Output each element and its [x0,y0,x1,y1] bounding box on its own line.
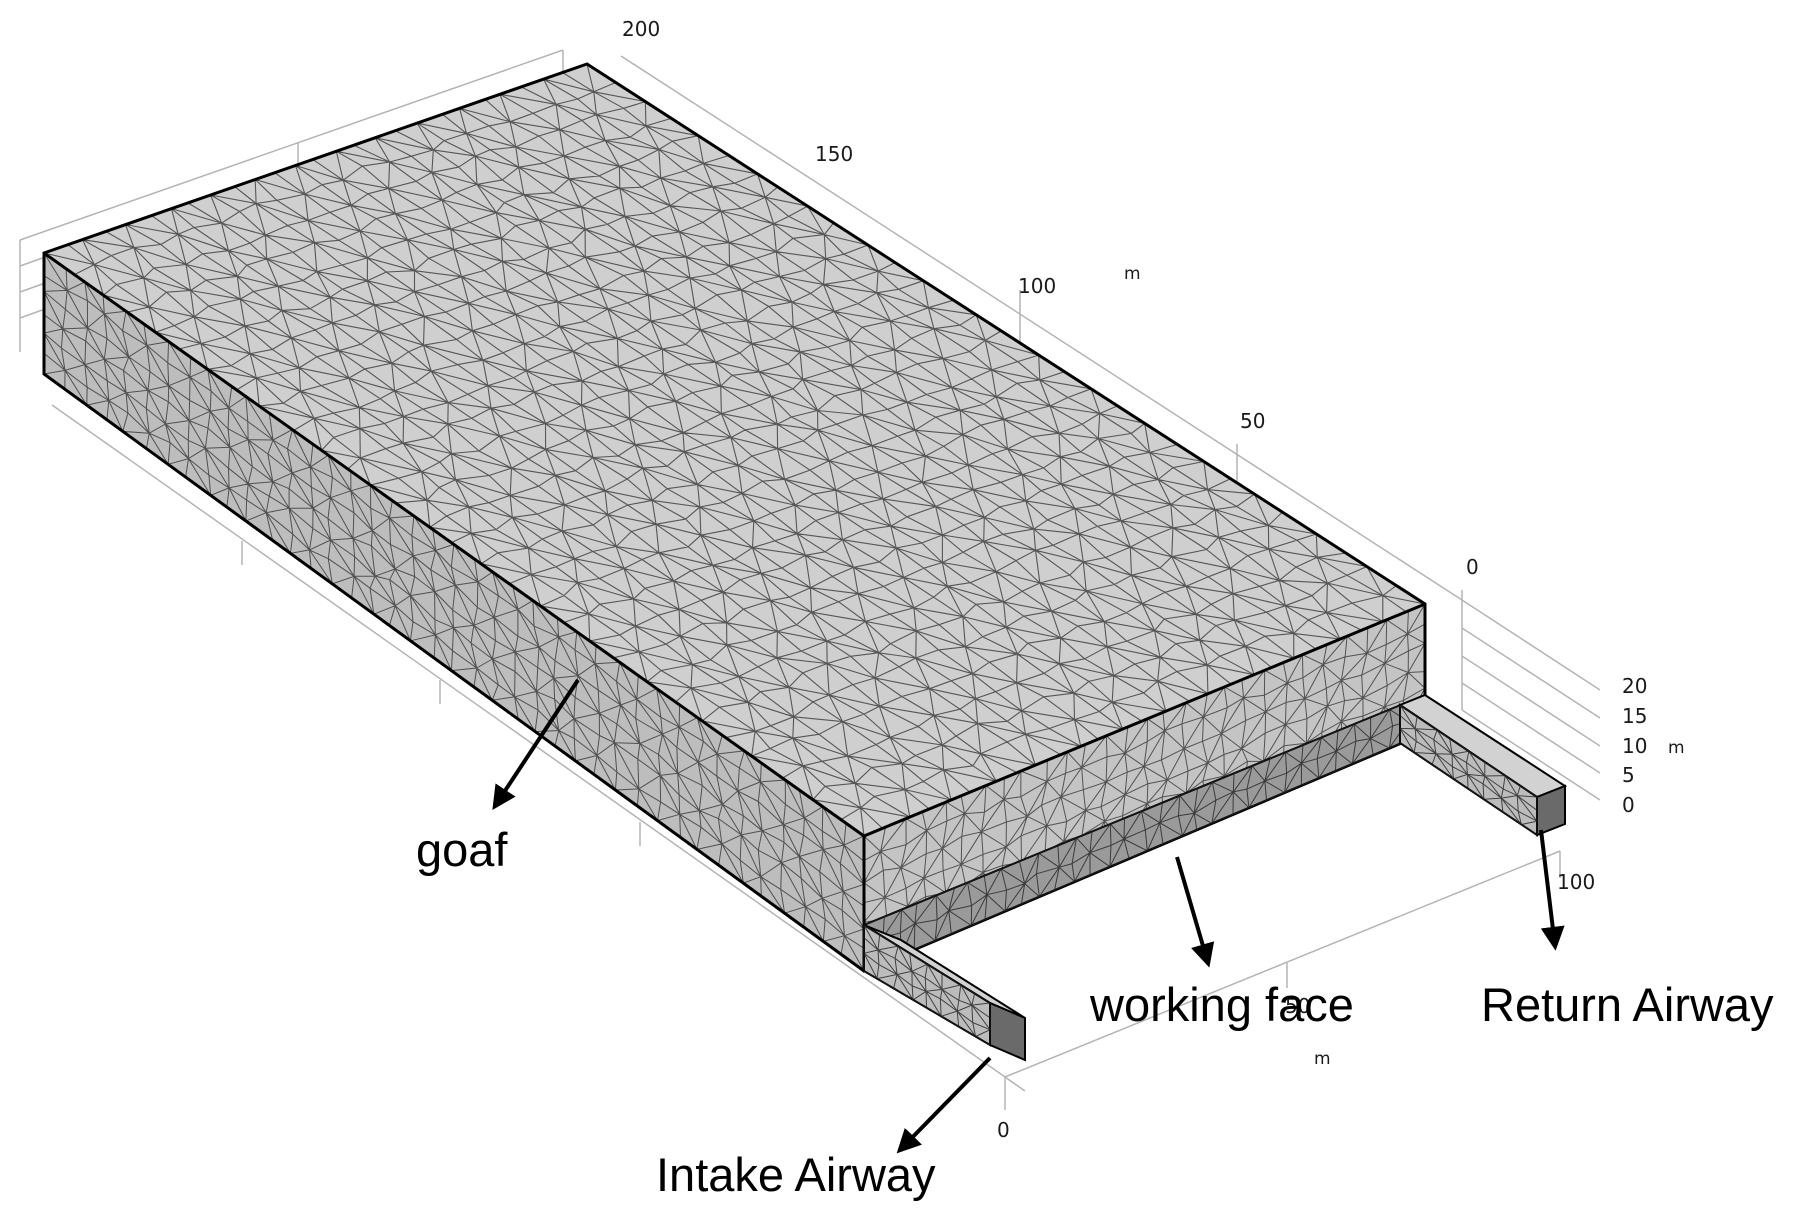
tick-label: 0 [1466,555,1479,579]
return-airway-label: Return Airway [1481,978,1774,1031]
tick-label: 100 [1557,870,1595,894]
intake-airway-duct [863,923,1026,1062]
mesh-lines [863,924,991,1046]
mesh-lines [863,694,1426,972]
working-face-arrow [1175,856,1215,968]
return-airway-arrow [1539,829,1565,951]
scale-z-labels: 20 15 10 5 0 m [1622,674,1685,817]
goaf-arrow [492,678,580,811]
axis-unit: m [1314,1049,1331,1069]
return-airway-duct [1397,693,1568,837]
tick-label: 0 [997,1118,1010,1142]
goaf-block [42,62,1427,973]
tick-label: 10 [1622,734,1647,758]
scale-x-labels: 100 50 0 m [997,870,1595,1142]
goaf-front-face [44,253,864,971]
tick-label: 150 [815,142,853,166]
tick-label: 0 [1622,793,1635,817]
working-face-label: working face [1089,978,1354,1031]
tick-label: 50 [1285,994,1310,1018]
tick-label: 50 [1240,409,1265,433]
tick-label: 15 [1622,704,1647,728]
callout-arrows [492,678,1565,1154]
tick-label: 5 [1622,763,1635,787]
tick-label: 100 [1018,274,1056,298]
goaf-label: goaf [416,823,508,876]
tick-label: 200 [622,17,660,41]
intake-airway-arrow [896,1056,992,1154]
scale-y-labels: 200 150 100 50 0 m [622,17,1479,579]
intake-airway-label: Intake Airway [656,1148,936,1201]
axis-unit: m [1124,264,1141,284]
mesh-lines [1399,704,1538,836]
tick-label: 20 [1622,674,1647,698]
mesh-return [1399,704,1538,836]
mesh-intake [863,924,991,1046]
mesh-strip [863,694,1426,972]
axis-unit: m [1668,738,1685,758]
